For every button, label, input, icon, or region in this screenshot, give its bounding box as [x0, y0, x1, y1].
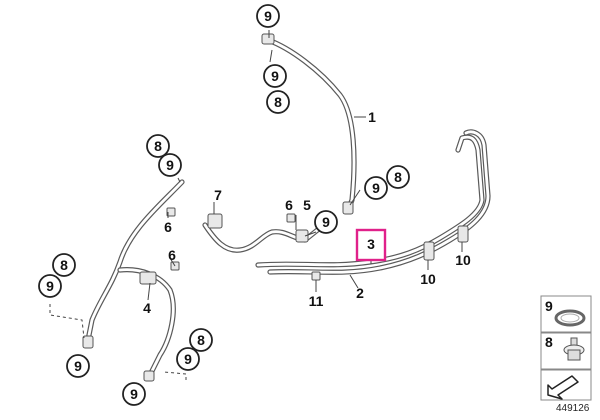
- callout-9-top: 9: [256, 4, 280, 28]
- o-ring-seal-icon: [554, 309, 586, 327]
- line-2-main-pipe: [255, 129, 491, 275]
- svg-text:3: 3: [367, 236, 375, 252]
- svg-text:9: 9: [184, 351, 192, 367]
- svg-text:9: 9: [372, 180, 380, 196]
- callout-8-upper: 8: [266, 90, 290, 114]
- callout-9-center: 9: [314, 210, 338, 234]
- svg-text:8: 8: [154, 138, 162, 154]
- callout-9-mid-right: 9: [364, 176, 388, 200]
- legend-number-8: 8: [545, 334, 553, 350]
- arrow-direction-icon: [547, 375, 579, 400]
- callout-9-lower-left: 9: [38, 274, 62, 298]
- callout-9-bottom-mid: 9: [176, 347, 200, 371]
- callout-8-bottom-mid: 8: [189, 328, 213, 352]
- callout-8-lower-left: 8: [52, 253, 76, 277]
- part-labels: 1 2 4 5 6 6 6 7 10 10 11: [143, 109, 471, 316]
- legend-number-9: 9: [545, 298, 553, 314]
- line-1-upper-hose: [261, 33, 357, 215]
- svg-text:9: 9: [130, 386, 138, 402]
- callout-9-upper: 9: [263, 64, 287, 88]
- svg-text:9: 9: [271, 68, 279, 84]
- bracket-parts: [139, 207, 469, 285]
- svg-text:9: 9: [166, 157, 174, 173]
- part-label-6-lower: 6: [168, 247, 176, 263]
- part-label-10-left: 10: [420, 271, 436, 287]
- callouts: 9 9 8 9 8 8 9 9 8 9 9 8 9 9: [38, 4, 410, 406]
- line-4-lower-hose: [82, 179, 185, 382]
- legend-panel: 9 8 449126: [540, 295, 592, 414]
- part-label-10-right: 10: [455, 252, 471, 268]
- callout-9-bottom-left: 9: [66, 354, 90, 378]
- part-label-2: 2: [356, 285, 364, 301]
- svg-text:9: 9: [74, 358, 82, 374]
- part-label-4: 4: [143, 300, 151, 316]
- svg-text:9: 9: [322, 214, 330, 230]
- diagram-id: 449126: [556, 403, 590, 414]
- svg-text:8: 8: [394, 169, 402, 185]
- svg-text:8: 8: [60, 257, 68, 273]
- svg-text:9: 9: [264, 8, 272, 24]
- part-label-11: 11: [309, 293, 324, 309]
- line-7-mid-pipe: [202, 217, 333, 253]
- callout-8-left: 8: [146, 134, 170, 158]
- part-label-1: 1: [368, 109, 376, 125]
- part-label-6-center: 6: [285, 197, 293, 213]
- svg-text:8: 8: [274, 94, 282, 110]
- part-label-5: 5: [303, 197, 311, 213]
- part-label-7: 7: [214, 187, 222, 203]
- svg-text:8: 8: [197, 332, 205, 348]
- callout-8-mid-right: 8: [386, 165, 410, 189]
- svg-text:9: 9: [46, 278, 54, 294]
- bolt-washer-icon: [563, 337, 585, 361]
- callout-9-bottom: 9: [122, 382, 146, 406]
- leader-lines: [49, 30, 463, 380]
- callout-9-left: 9: [158, 153, 182, 177]
- highlighted-part-3[interactable]: 3: [355, 228, 387, 262]
- part-label-6-left: 6: [164, 219, 172, 235]
